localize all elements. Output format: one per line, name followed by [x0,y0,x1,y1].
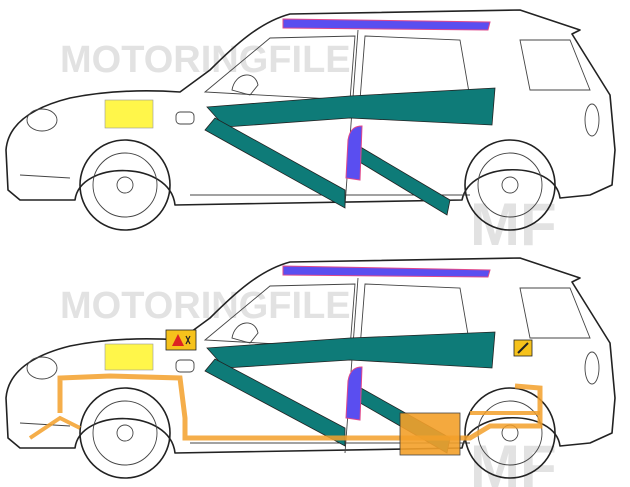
side-airbag-zone [345,125,363,181]
watermark-logo-top: MF [470,191,557,258]
high-voltage-battery-zone [399,412,461,456]
curtain-airbag-zone [282,265,491,278]
warning-high-voltage-icon [165,329,197,351]
side-airbag-zone [345,366,363,421]
watermark-text-top: MOTORINGFILE [60,39,351,81]
watermark-logo-bottom: MF [470,433,557,487]
rear-door-beam [347,141,451,216]
battery-zone [104,343,154,371]
front-door-beam [204,117,346,209]
car-side-view-top [5,9,616,231]
car-side-view-bottom [5,257,616,479]
battery-zone [104,99,154,129]
high-voltage-lines-secondary [28,411,540,440]
front-door-beam [204,358,346,447]
watermark-text-bottom: MOTORINGFILE [60,285,351,327]
curtain-airbag-zone [282,18,491,31]
fuel-tank-icon [513,339,533,357]
